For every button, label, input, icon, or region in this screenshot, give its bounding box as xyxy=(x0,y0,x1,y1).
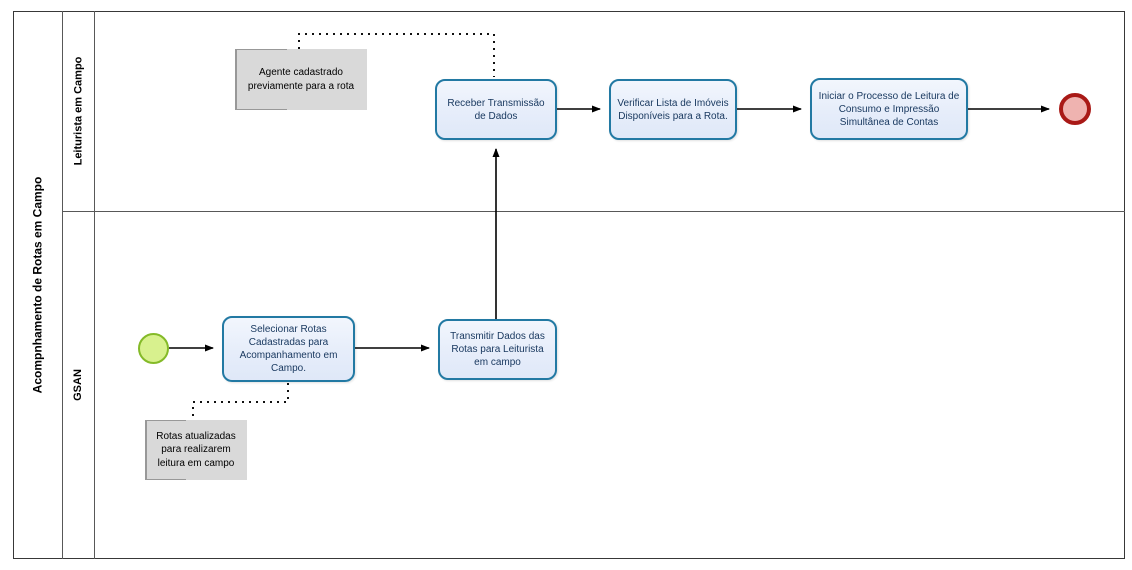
lane-gsan-label: GSAN xyxy=(72,369,84,401)
lane-gsan: GSAN xyxy=(62,211,94,559)
pool-title-divider xyxy=(62,11,63,559)
lane-leiturista: Leiturista em Campo xyxy=(62,11,94,211)
lane-label-divider xyxy=(94,11,95,559)
pool-border xyxy=(13,11,1125,559)
task-transmitir-dados-label: Transmitir Dados das Rotas para Leituris… xyxy=(450,331,545,368)
start-event[interactable] xyxy=(138,333,169,364)
task-receber-transmissao-label: Receber Transmissão de Dados xyxy=(447,97,545,122)
pool-title-cell: Acompnhamento de Rotas em Campo xyxy=(13,11,62,559)
task-verificar-lista-label: Verificar Lista de Imóveis Disponíveis p… xyxy=(617,97,729,122)
task-receber-transmissao[interactable]: Receber Transmissão de Dados xyxy=(435,79,557,140)
task-iniciar-processo-label: Iniciar o Processo de Leitura de Consumo… xyxy=(818,90,960,128)
annotation-agente-cadastrado-label: Agente cadastrado previamente para a rot… xyxy=(247,67,355,92)
pool-title: Acompnhamento de Rotas em Campo xyxy=(30,176,45,394)
end-event[interactable] xyxy=(1059,93,1091,125)
task-selecionar-rotas[interactable]: Selecionar Rotas Cadastradas para Acompa… xyxy=(222,316,355,382)
task-transmitir-dados[interactable]: Transmitir Dados das Rotas para Leituris… xyxy=(438,319,557,380)
lane-leiturista-label: Leiturista em Campo xyxy=(72,56,84,166)
task-iniciar-processo[interactable]: Iniciar o Processo de Leitura de Consumo… xyxy=(810,78,968,140)
annotation-rotas-atualizadas[interactable]: Rotas atualizadas para realizarem leitur… xyxy=(145,420,247,480)
annotation-rotas-atualizadas-label: Rotas atualizadas para realizarem leitur… xyxy=(156,430,236,469)
lane-divider xyxy=(62,211,1125,212)
annotation-agente-cadastrado[interactable]: Agente cadastrado previamente para a rot… xyxy=(235,49,367,110)
task-selecionar-rotas-label: Selecionar Rotas Cadastradas para Acompa… xyxy=(239,324,338,374)
task-verificar-lista[interactable]: Verificar Lista de Imóveis Disponíveis p… xyxy=(609,79,737,140)
